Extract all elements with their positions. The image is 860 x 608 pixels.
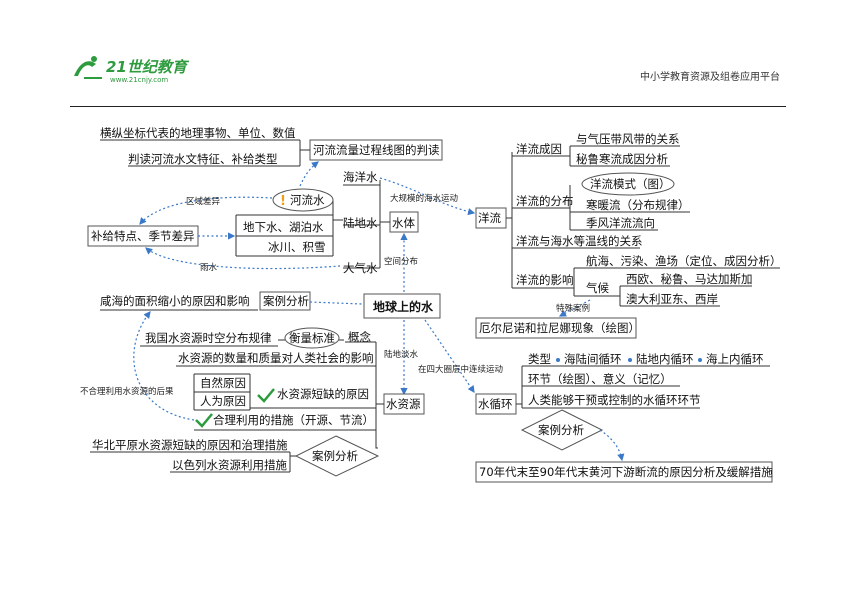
water-resource-node: 水资源 <box>386 397 421 411</box>
current-isotherm: 洋流与海水等温线的关系 <box>516 234 643 248</box>
water-body-bracket <box>379 180 390 268</box>
site-logo: 21世纪教育 www.21cnjy.com <box>70 52 200 84</box>
current-dist-3: 季风洋流流向 <box>586 216 655 230</box>
center-node-box <box>363 293 441 319</box>
header-divider <box>70 106 786 107</box>
aral-case-box <box>259 291 311 311</box>
current-climate: 气候 <box>586 281 609 295</box>
air-water: 大气水 <box>343 261 378 275</box>
resource-case-2: 以色列水资源利用措施 <box>172 458 287 472</box>
chart-note-axes: 横纵坐标代表的地理事物、单位、数值 <box>100 126 296 140</box>
center-node: 地球上的水 <box>373 299 434 314</box>
water-body-node: 水体 <box>392 216 415 230</box>
rain-label: 雨水 <box>200 262 218 273</box>
measure-oval <box>284 327 340 349</box>
enso: 厄尔尼诺和拉尼娜现象（绘图） <box>479 321 640 335</box>
current-dist-2: 寒暖流（分布规律） <box>586 198 690 212</box>
unreasonable-arrow <box>133 311 195 421</box>
cycle-type-1: 海陆间循环 <box>564 352 622 366</box>
ocean-water: 海洋水 <box>343 170 378 184</box>
current-cause: 洋流成因 <box>516 142 562 156</box>
check-icon <box>257 388 275 403</box>
human-cause: 人为原因 <box>200 394 246 408</box>
current-dist-1: 洋流模式（图） <box>590 177 671 191</box>
link-label-cycle: 在四大圈层中连续运动 <box>418 364 504 375</box>
resource-measure: 衡量标准 <box>289 331 335 345</box>
cycle-human: 人类能够干预或控制的水循环环节 <box>528 393 701 407</box>
logo-text: 21世纪教育 <box>106 58 190 76</box>
logo-graphic: 21世纪教育 www.21cnjy.com <box>74 56 190 84</box>
river-water-oval <box>272 188 334 212</box>
cycle-case-diamond <box>520 409 604 451</box>
supply-feature: 补给特点、季节差异 <box>91 229 195 243</box>
aral-sea: 咸海的面积缩小的原因和影响 <box>100 294 250 308</box>
cycle-case-1: 70年代末至90年代末黄河下游断流的原因分析及缓解措施 <box>479 465 773 479</box>
water-cycle-node: 水循环 <box>478 397 513 411</box>
resource-concept: 概念 <box>348 330 371 344</box>
current-impact-1: 航海、污染、渔场（定位、成因分析） <box>586 254 782 268</box>
resource-impact: 水资源的数量和质量对人类社会的影响 <box>178 351 374 365</box>
chart-task: 河流流量过程线图的判读 <box>313 143 440 157</box>
current-cause-1: 与气压带风带的关系 <box>576 132 680 146</box>
groundwater-lake: 地下水、湖泊水 <box>243 220 324 234</box>
ocean-current-node: 洋流 <box>478 211 501 225</box>
region-diff-arrow <box>139 196 273 225</box>
land-water: 陆地水 <box>343 216 378 230</box>
current-cause-2: 秘鲁寒流成因分析 <box>576 152 668 166</box>
resource-measures: 合理利用的措施（开源、节流） <box>213 413 374 427</box>
aral-case: 案例分析 <box>263 294 309 308</box>
ocean-move-label: 大规模的海水运动 <box>390 193 459 204</box>
link-label-freshwater: 陆地淡水 <box>384 349 419 360</box>
chart-note-features: 判读河流水文特征、补给类型 <box>128 152 278 166</box>
special-case-label: 特殊案例 <box>556 303 590 314</box>
alert-icon: ! <box>280 194 286 209</box>
shortage-cause: 水资源短缺的原因 <box>277 387 369 401</box>
enso-box <box>475 317 637 339</box>
resource-case: 案例分析 <box>312 449 358 463</box>
cycle-case-box <box>475 461 773 483</box>
cycle-types-label: 类型 <box>528 352 551 366</box>
river-water: 河流水 <box>290 193 325 207</box>
cycle-type-2: 陆地内循环 <box>636 352 694 366</box>
check-icon <box>195 413 213 428</box>
logo-url: www.21cnjy.com <box>110 76 168 84</box>
cycle-type-3: 海上内循环 <box>706 352 764 366</box>
cycle-links: 环节（绘图）、意义（记忆） <box>528 372 672 386</box>
rain-arrow <box>145 247 341 270</box>
current-pattern-oval <box>581 172 675 196</box>
glacier-snow: 冰川、积雪 <box>268 240 326 254</box>
resource-distribution: 我国水资源时空分布规律 <box>145 331 272 345</box>
unreasonable-label: 不合理利用水资源的后果 <box>80 386 174 397</box>
link-to-water-cycle <box>424 319 475 393</box>
climate-2: 澳大利亚东、西岸 <box>626 292 718 306</box>
resource-case-1: 华北平原水资源短缺的原因和治理措施 <box>92 438 288 452</box>
link-label-space: 空间分布 <box>384 256 418 267</box>
current-impact: 洋流的影响 <box>516 273 574 287</box>
cycle-case: 案例分析 <box>538 423 584 437</box>
platform-name: 中小学教育资源及组卷应用平台 <box>640 72 780 83</box>
climate-1: 西欧、秘鲁、马达加斯加 <box>626 272 753 286</box>
current-distribution: 洋流的分布 <box>516 194 574 208</box>
region-diff-label: 区域差异 <box>186 196 221 207</box>
resource-case-diamond <box>294 435 380 477</box>
natural-cause: 自然原因 <box>200 376 246 390</box>
